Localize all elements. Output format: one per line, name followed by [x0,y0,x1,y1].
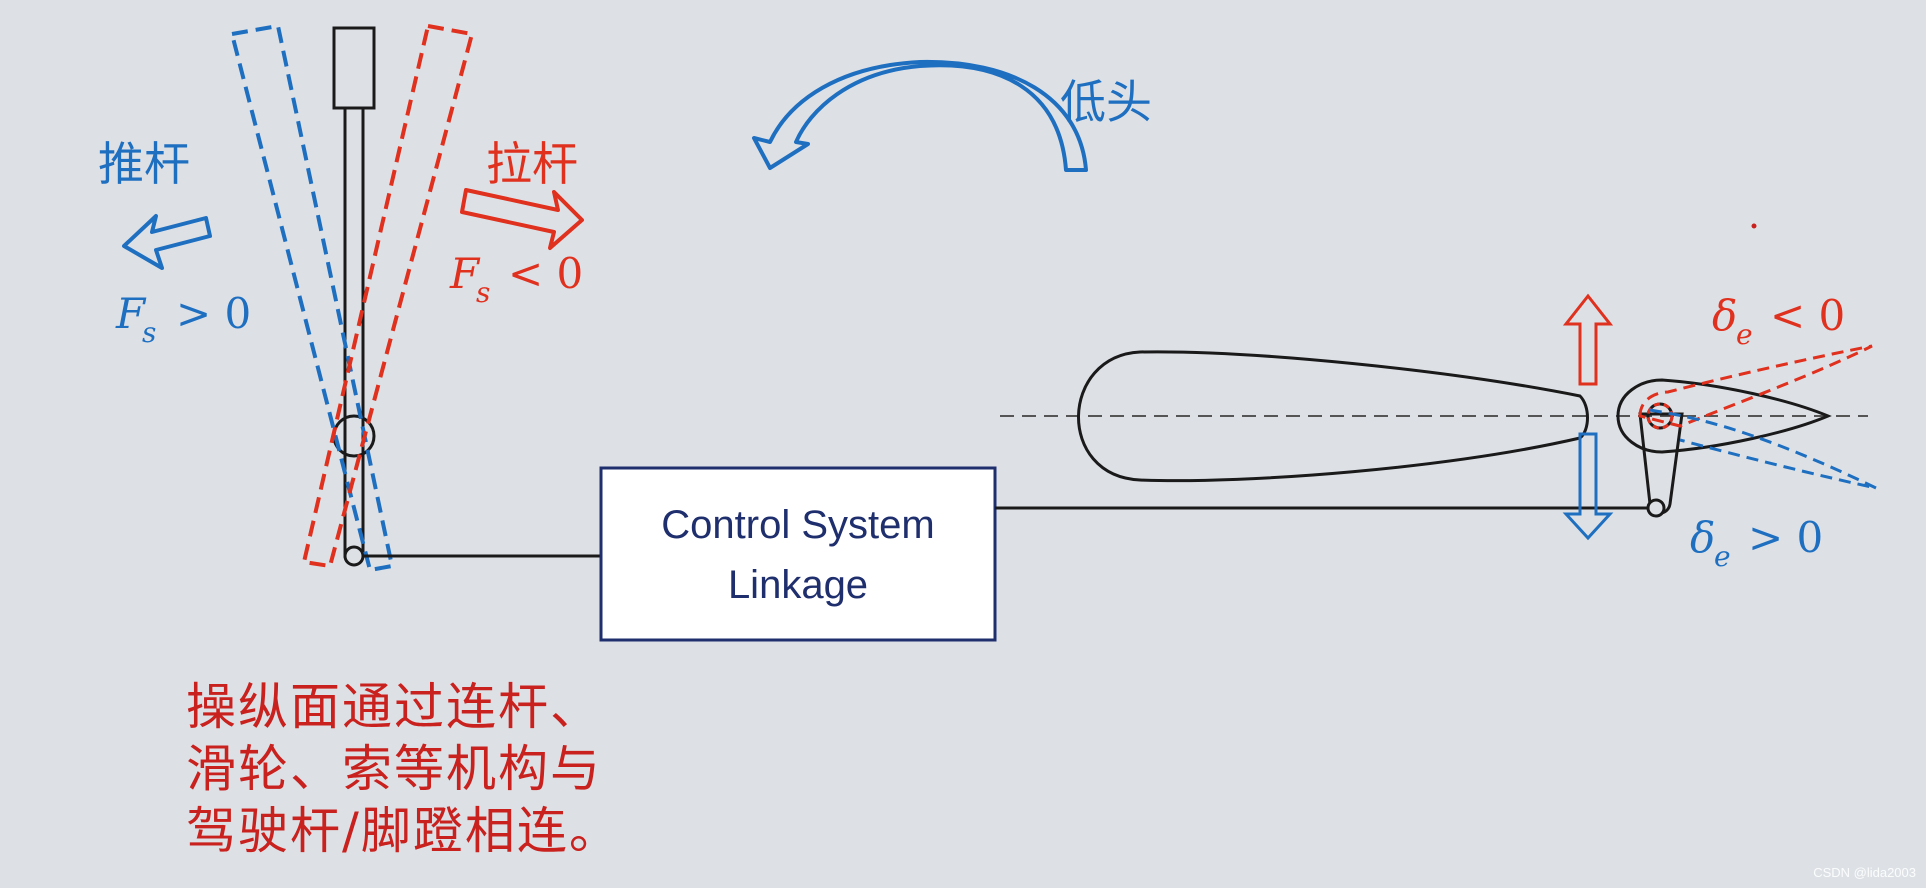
control-system-linkage-box: Control System Linkage [599,466,997,642]
pull-label: 拉杆 [486,137,578,191]
elevator-neutral [1616,378,1832,454]
elevator-down-deflection [1649,408,1877,490]
caption: 操纵面通过连杆、 滑轮、索等机构与 驾驶杆/脚蹬相连。 [186,676,646,862]
force-push-label: F s > 0 [115,289,251,349]
fs-pull-subscript: s [476,276,490,309]
box-label-line1: Control System [661,503,934,547]
de-down-relation: > 0 [1748,513,1823,562]
elevator-hinge-up [1646,402,1674,430]
de-up-symbol: δ [1712,291,1737,340]
fs-push-symbol: F [115,289,147,338]
up-arrow-icon [1562,293,1614,386]
caption-line-2: 滑轮、索等机构与 [186,740,602,798]
fs-push-relation: > 0 [176,289,251,338]
stabilizer-airfoil [1077,350,1589,483]
watermark: CSDN @lida2003 [1813,865,1916,880]
deflection-up-label: δ e < 0 [1712,291,1845,351]
stick-bottom-joint [343,545,365,567]
down-arrow-icon [1562,432,1614,541]
deflection-down-label: δ e > 0 [1690,513,1823,573]
stick-pushed-position [229,23,395,573]
force-pull-label: F s < 0 [449,249,583,309]
de-down-symbol: δ [1690,513,1715,562]
de-down-subscript: e [1714,540,1731,573]
horn-joint [1646,498,1666,518]
nose-down-label: 低头 [1060,75,1152,129]
de-up-relation: < 0 [1770,291,1845,340]
red-dot [1751,223,1757,229]
fs-pull-relation: < 0 [508,249,583,298]
control-stick [332,26,376,567]
right-arrow-icon [460,188,584,250]
de-up-subscript: e [1736,318,1753,351]
curved-arrow-icon [752,59,1088,172]
caption-line-3: 驾驶杆/脚蹬相连。 [186,802,621,860]
stick-grip [332,26,376,110]
elevator-up-deflection [1638,344,1873,428]
stick-pulled-position [301,23,475,569]
push-label: 推杆 [98,137,190,191]
left-arrow-icon [122,214,212,270]
caption-line-1: 操纵面通过连杆、 [186,678,602,736]
fs-pull-symbol: F [449,249,481,298]
fs-push-subscript: s [142,316,156,349]
box-label-line2: Linkage [728,563,868,607]
